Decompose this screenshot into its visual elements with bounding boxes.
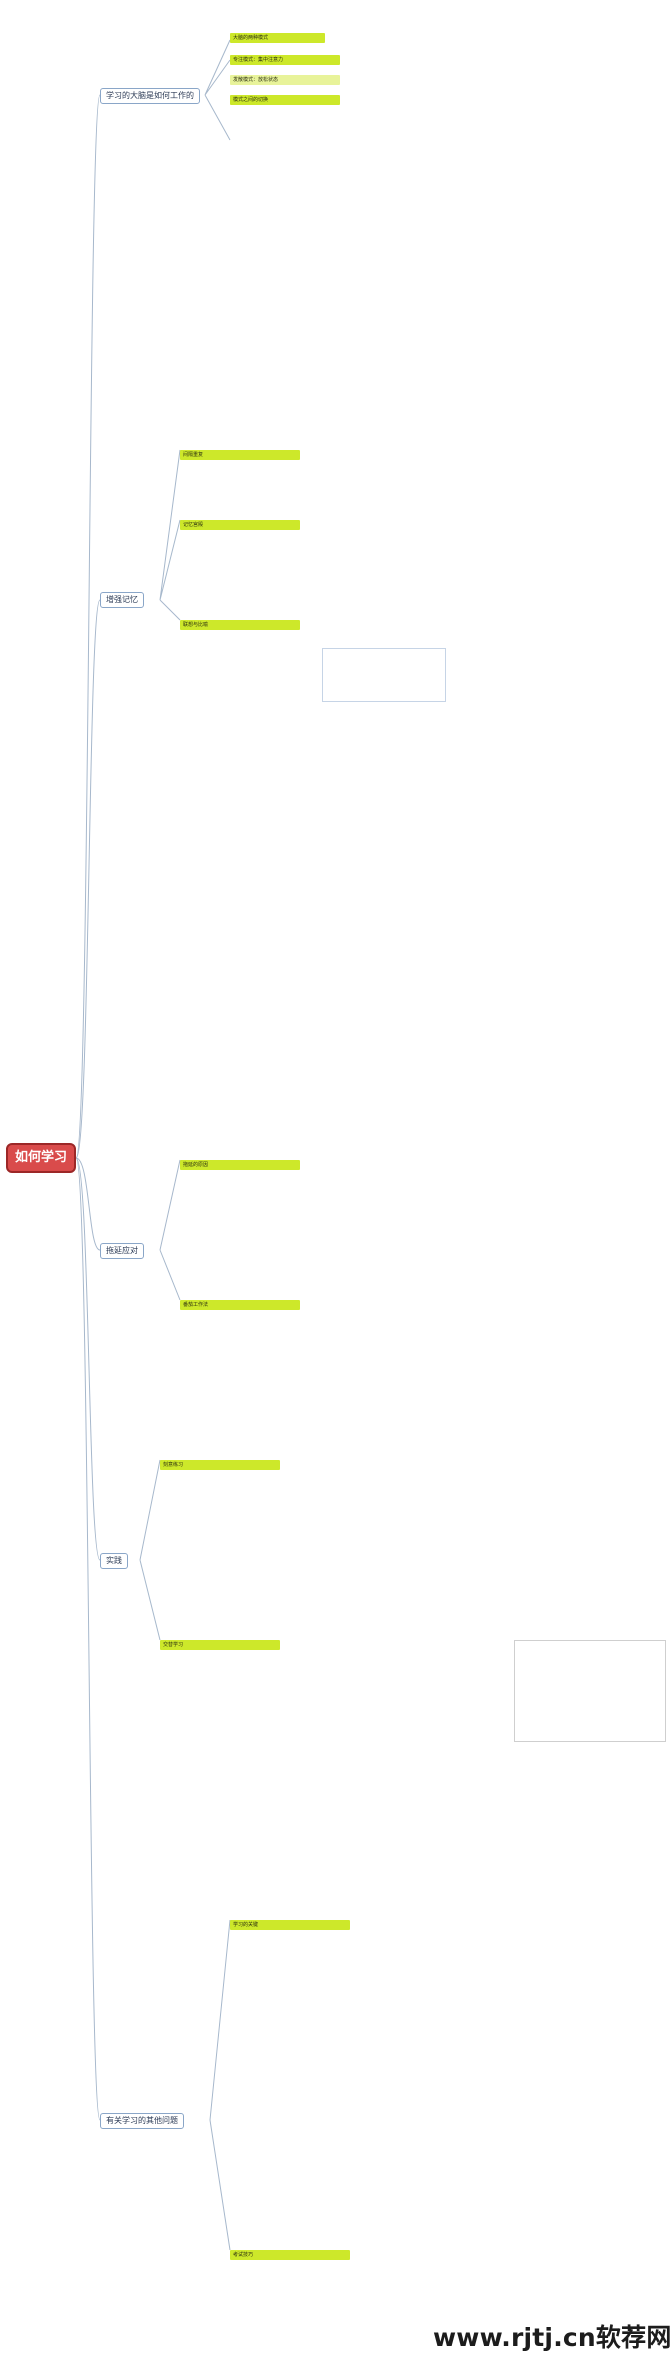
node[interactable]: 间隔重复 bbox=[180, 450, 300, 461]
node[interactable]: 联想与比喻 bbox=[180, 620, 300, 631]
node[interactable]: 大脑的两种模式 bbox=[230, 33, 325, 44]
embedded-table-image bbox=[322, 648, 446, 702]
branch-brain[interactable]: 学习的大脑是如何工作的 bbox=[100, 88, 200, 104]
branch-practice[interactable]: 实践 bbox=[100, 1553, 128, 1569]
node[interactable]: 交替学习 bbox=[160, 1640, 280, 1651]
node[interactable]: 模式之间的切换 bbox=[230, 95, 340, 106]
watermark: www.rjtj.cn软荐网 bbox=[433, 2323, 671, 2352]
branch-procrastination[interactable]: 拖延应对 bbox=[100, 1243, 144, 1259]
embedded-chart-image bbox=[514, 1640, 666, 1742]
node[interactable]: 番茄工作法 bbox=[180, 1300, 300, 1311]
node[interactable]: 拖延的原因 bbox=[180, 1160, 300, 1171]
node[interactable]: 记忆宫殿 bbox=[180, 520, 300, 531]
root-node[interactable]: 如何学习 bbox=[6, 1143, 76, 1173]
node[interactable]: 考试技巧 bbox=[230, 2250, 350, 2261]
node[interactable]: 发散模式：放松状态 bbox=[230, 75, 340, 86]
node[interactable]: 刻意练习 bbox=[160, 1460, 280, 1471]
node[interactable]: 学习的关键 bbox=[230, 1920, 350, 1931]
node[interactable]: 专注模式：集中注意力 bbox=[230, 55, 340, 66]
branch-memory[interactable]: 增强记忆 bbox=[100, 592, 144, 608]
branch-other[interactable]: 有关学习的其他问题 bbox=[100, 2113, 184, 2129]
